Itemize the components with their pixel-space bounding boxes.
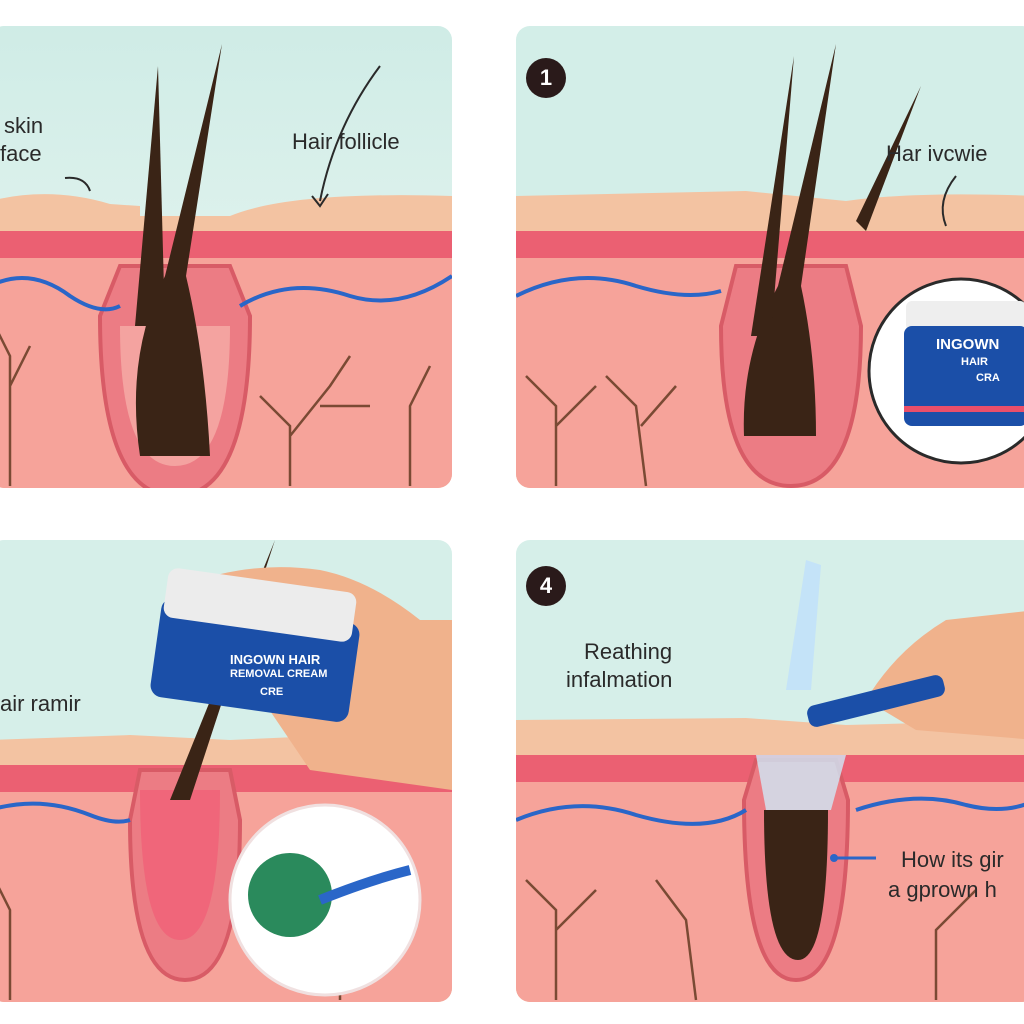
- jar-label-line1: INGOWN: [936, 336, 1000, 353]
- panel-step-4-soothing: 4 Reathing infalmation How its gir a gpr…: [516, 540, 1024, 1002]
- panel-hair-follicle: skin face Hair follicle: [0, 26, 452, 488]
- hand-applying-cream-illustration: [0, 540, 452, 1002]
- soothing-label-line2: infalmation: [566, 667, 673, 692]
- hair-remover-label: air ramir: [0, 691, 81, 716]
- step-badge: 1: [526, 58, 566, 98]
- panel-step-1-cream: 1 Har ivcwie INGOWN HAIR CRA: [516, 26, 1024, 488]
- skin-surface-label-line2: face: [0, 141, 42, 166]
- jar-label-line3: CRE: [260, 686, 284, 698]
- skin-surface-label: skin: [4, 113, 44, 138]
- how-label-line2: a gprown h: [888, 877, 997, 902]
- how-label-line1: How its gir: [901, 847, 1004, 872]
- jar-label-line1: INGOWN HAIR: [230, 652, 321, 667]
- skin-cross-section-illustration: [0, 26, 452, 488]
- step-badge: 4: [526, 566, 566, 606]
- hair-label: Har ivcwie: [886, 141, 988, 166]
- hair-follicle-label: Hair follicle: [292, 129, 400, 154]
- jar-label-line2: REMOVAL CREAM: [230, 668, 328, 680]
- skin-with-cream-jar-illustration: [516, 26, 1024, 488]
- panel-applying-cream: air ramir INGOWN HAIR REMOVAL CREAM CRE: [0, 540, 452, 1002]
- jar-label-line3: CRA: [976, 372, 1000, 384]
- soothing-inflammation-illustration: [516, 540, 1024, 1002]
- soothing-label-line1: Reathing: [584, 639, 673, 664]
- jar-label-line2: HAIR: [961, 356, 988, 368]
